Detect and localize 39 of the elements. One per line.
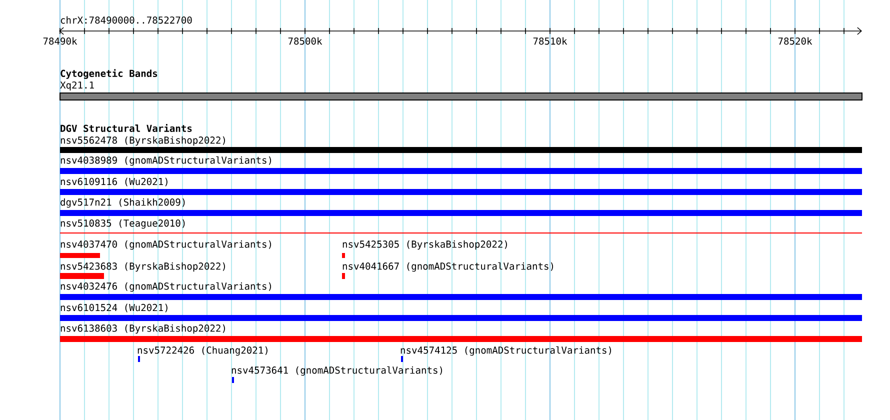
tick-label: 78490k: [43, 37, 78, 45]
node-label: nsv6101524 (Wu2021): [60, 304, 168, 312]
variant-feature: nsv4041667 (gnomADStructuralVariants): [342, 262, 554, 279]
tick-label: 78520k: [778, 37, 812, 45]
track-title: Cytogenetic Bands: [60, 69, 158, 79]
variant-feature: nsv5722426 (Chuang2021): [138, 346, 268, 362]
variant-feature: nsv5423683 (ByrskaBishop2022): [60, 262, 225, 279]
node-label: nsv4038989 (gnomADStructuralVariants): [60, 156, 272, 166]
variant-feature: dgv517n21 (Shaikh2009): [60, 198, 862, 216]
variant-feature: nsv4032476 (gnomADStructuralVariants): [60, 282, 862, 300]
node-label: nsv4032476 (gnomADStructuralVariants): [60, 282, 272, 292]
node-label: nsv5423683 (ByrskaBishop2022): [60, 262, 225, 272]
node-label: nsv4041667 (gnomADStructuralVariants): [342, 262, 554, 272]
node-label: nsv6109116 (Wu2021): [60, 178, 168, 186]
node-label: nsv4573641 (gnomADStructuralVariants): [232, 366, 442, 376]
variant-feature: nsv6109116 (Wu2021): [60, 178, 862, 195]
variant-feature: nsv5425305 (ByrskaBishop2022): [342, 240, 507, 258]
node-label: nsv5562478 (ByrskaBishop2022): [60, 136, 225, 146]
tick-label: 78510k: [533, 37, 568, 45]
variant-feature: nsv4574125 (gnomADStructuralVariants): [400, 346, 612, 362]
cytoband-track: Xq21.1: [60, 81, 862, 100]
variant-feature: nsv5562478 (ByrskaBishop2022): [60, 136, 862, 153]
track-title: DGV Structural Variants: [60, 124, 192, 132]
node-label: nsv5722426 (Chuang2021): [138, 346, 268, 356]
node-label: nsv4037470 (gnomADStructuralVariants): [60, 240, 272, 250]
variant-feature: nsv4573641 (gnomADStructuralVariants): [232, 366, 442, 383]
node-label: nsv5425305 (ByrskaBishop2022): [342, 240, 507, 250]
region-label: chrX:78490000..78522700: [60, 16, 192, 24]
node-label: nsv6138603 (ByrskaBishop2022): [60, 324, 225, 334]
variant-feature: nsv510835 (Teague2010): [60, 219, 862, 234]
node-label: nsv510835 (Teague2010): [60, 219, 185, 229]
variant-feature: nsv6138603 (ByrskaBishop2022): [60, 324, 862, 342]
variant-feature: nsv6101524 (Wu2021): [60, 304, 862, 321]
variant-feature: nsv4038989 (gnomADStructuralVariants): [60, 156, 862, 174]
variant-feature: nsv4037470 (gnomADStructuralVariants): [60, 240, 272, 258]
node-label: dgv517n21 (Shaikh2009): [60, 198, 185, 208]
node-label: Xq21.1: [60, 81, 94, 91]
tick-label: 78500k: [288, 37, 322, 45]
node-label: nsv4574125 (gnomADStructuralVariants): [400, 346, 612, 356]
